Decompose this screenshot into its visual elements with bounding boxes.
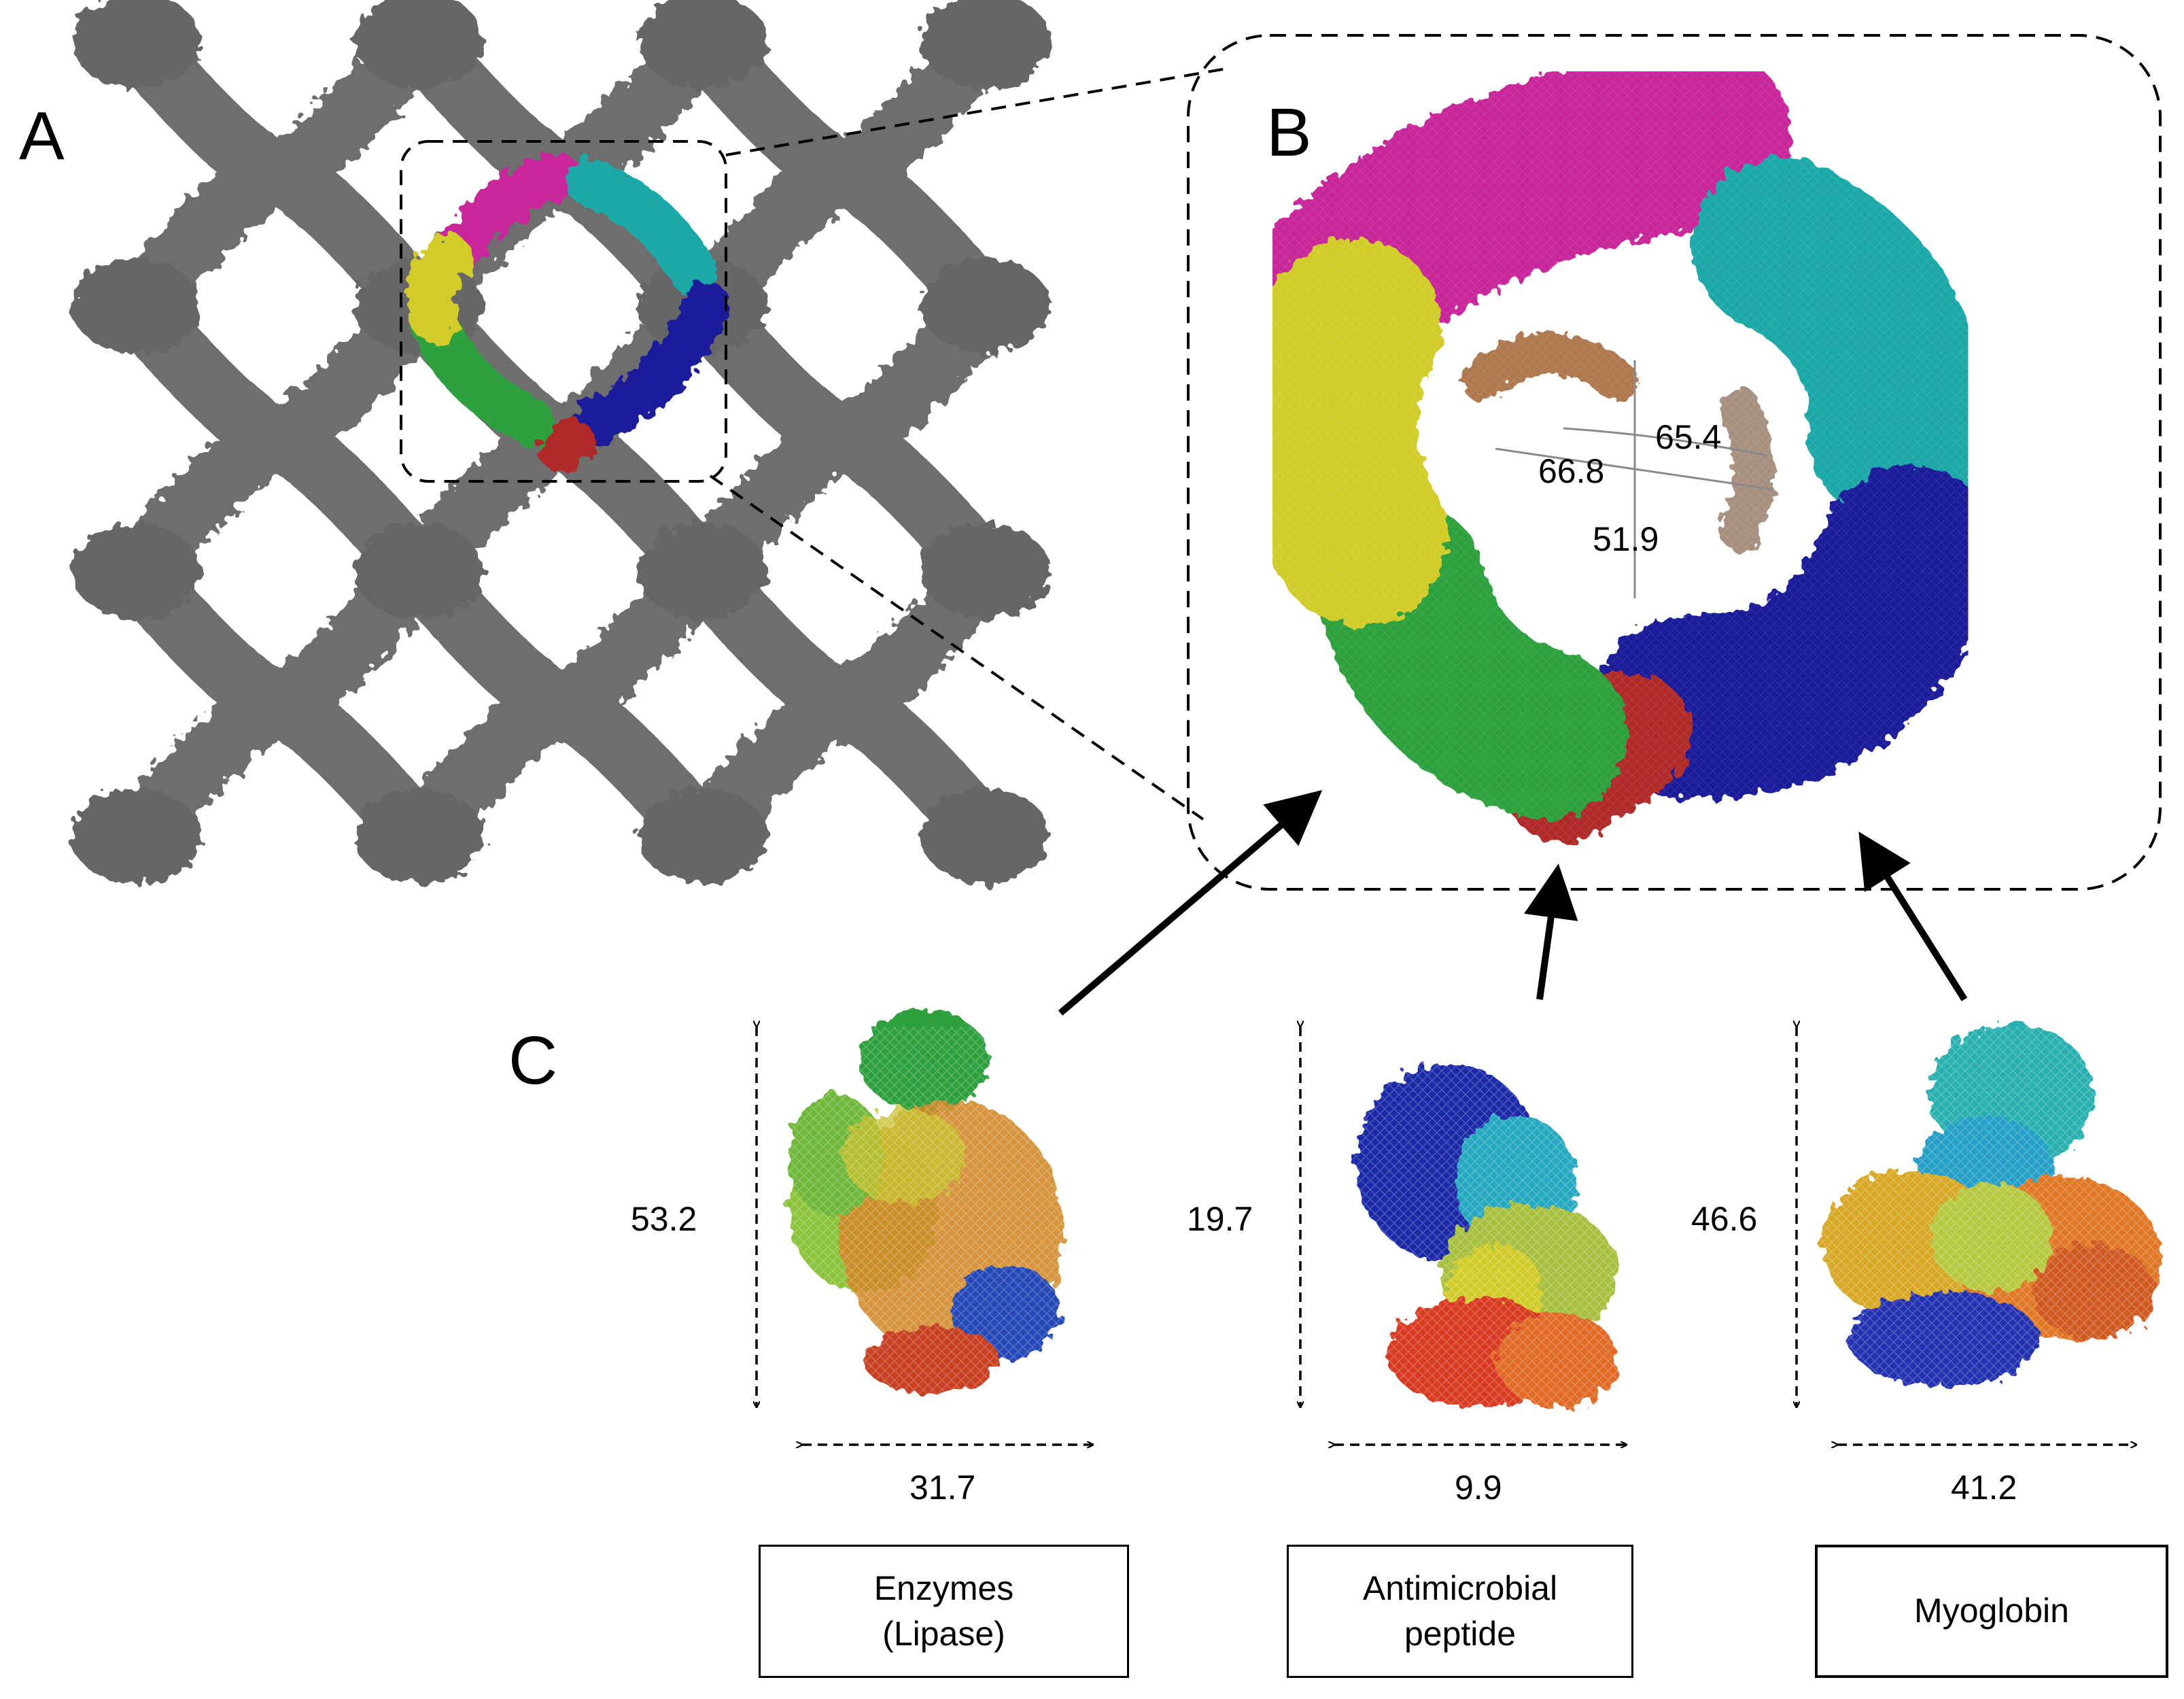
lattice-pore [95, 670, 190, 738]
lattice-strand [670, 538, 1018, 869]
lattice-pore [378, 670, 474, 738]
dimension-arrows [757, 1027, 2136, 1445]
lattice-strand [103, 8, 452, 339]
lattice-pore [378, 405, 474, 473]
lattice-node [638, 524, 767, 619]
lattice-pore [378, 139, 474, 207]
lattice-pore [230, 14, 326, 82]
peptide-height-label: 19.7 [1187, 1200, 1253, 1238]
panel-label-a: A [19, 98, 65, 174]
lattice-node [71, 789, 201, 884]
arrow-lipase [1058, 790, 1323, 1016]
lattice-node [638, 789, 767, 884]
lattice-strand [103, 538, 452, 869]
peptide-label: Antimicrobial peptide [1362, 1568, 1558, 1653]
pore-texture [1237, 61, 2053, 870]
lattice-pore [230, 279, 326, 347]
myoglobin-width-label: 41.2 [1951, 1469, 2017, 1507]
lattice-pore [661, 405, 757, 473]
myoglobin-label-box: Myoglobin [1815, 1545, 2168, 1678]
arrow-myoglobin [1858, 831, 1968, 1001]
lattice-node [354, 0, 484, 88]
pore-distance-2: 66.8 [1538, 452, 1605, 490]
peptide-width-label: 9.9 [1455, 1469, 1502, 1507]
lattice-node [71, 524, 201, 619]
lattice-pore [513, 14, 608, 82]
lipase-mesh [782, 1027, 1081, 1407]
peptide-label-box: Antimicrobial peptide [1287, 1545, 1633, 1678]
lipase-height-label: 53.2 [631, 1200, 697, 1238]
panel-label-b: B [1266, 95, 1312, 171]
pore-distance-lines [1495, 360, 1775, 598]
lattice-strand [387, 538, 735, 869]
lattice-node [354, 524, 484, 619]
lattice-node [921, 789, 1050, 884]
lattice-node [921, 524, 1050, 619]
lattice-node [638, 0, 767, 88]
pore-distance-3: 51.9 [1593, 520, 1659, 558]
zoom-detail-box [1187, 34, 2162, 891]
myoglobin-mesh [1801, 1027, 2168, 1414]
panel-label-c: C [508, 1023, 558, 1099]
protein-arrows [1058, 790, 1968, 1016]
myoglobin-label: Myoglobin [1914, 1592, 2069, 1630]
myoglobin-height-label: 46.6 [1691, 1200, 1758, 1238]
lattice-node [71, 0, 201, 88]
framework-lattice [71, 0, 1050, 884]
arrow-peptide [1524, 863, 1578, 1000]
pore-distance-1: 65.4 [1655, 418, 1722, 456]
lattice-strand [103, 273, 452, 604]
lipase-label-box: Enzymes (Lipase) [759, 1545, 1129, 1678]
lattice-node [71, 258, 201, 354]
lipase-label: Enzymes (Lipase) [873, 1568, 1014, 1653]
peptide-mesh [1353, 1061, 1638, 1421]
lattice-node [921, 258, 1050, 354]
lattice-pore [513, 279, 608, 347]
lattice-pore [661, 139, 757, 207]
lattice-pore [661, 670, 757, 738]
lattice-pore [796, 279, 892, 347]
lattice-pore [230, 544, 326, 612]
lattice-pore [796, 544, 892, 612]
highlighted-pore [406, 153, 731, 473]
zoom-connector-top [725, 67, 1231, 156]
lattice-node [921, 0, 1050, 88]
lattice-pore [95, 139, 190, 207]
lattice-strand [670, 8, 1018, 339]
lattice-strand [670, 273, 1018, 604]
zoom-selection-box [400, 140, 727, 483]
zoom-connector-bottom [709, 475, 1204, 821]
lattice-pore [796, 14, 892, 82]
lipase-width-label: 31.7 [909, 1469, 976, 1507]
lattice-pore [513, 544, 608, 612]
lattice-pore [95, 405, 190, 473]
lattice-node [354, 789, 484, 884]
